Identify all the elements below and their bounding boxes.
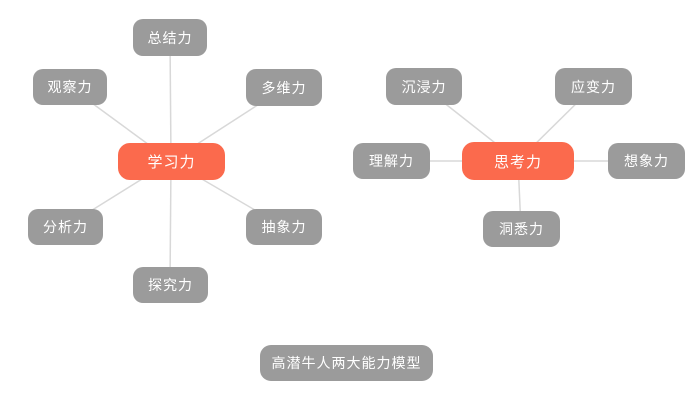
comprehension-node[interactable]: 理解力 <box>353 143 430 179</box>
thinking-center-node[interactable]: 思考力 <box>462 142 574 180</box>
connector-line <box>169 160 172 286</box>
observation-node[interactable]: 观察力 <box>33 69 107 105</box>
exploration-node[interactable]: 探究力 <box>133 267 208 303</box>
multidimension-node[interactable]: 多维力 <box>246 69 322 106</box>
adaptability-node[interactable]: 应变力 <box>555 68 632 105</box>
learning-center-node[interactable]: 学习力 <box>118 143 225 180</box>
analysis-node[interactable]: 分析力 <box>28 209 103 245</box>
immersion-node[interactable]: 沉浸力 <box>386 68 462 105</box>
diagram-title[interactable]: 高潜牛人两大能力模型 <box>260 345 433 381</box>
imagination-node[interactable]: 想象力 <box>608 143 685 179</box>
connector-line <box>169 36 172 162</box>
abstraction-node[interactable]: 抽象力 <box>246 209 322 245</box>
summary-node[interactable]: 总结力 <box>133 19 207 56</box>
insight-node[interactable]: 洞悉力 <box>483 211 560 247</box>
